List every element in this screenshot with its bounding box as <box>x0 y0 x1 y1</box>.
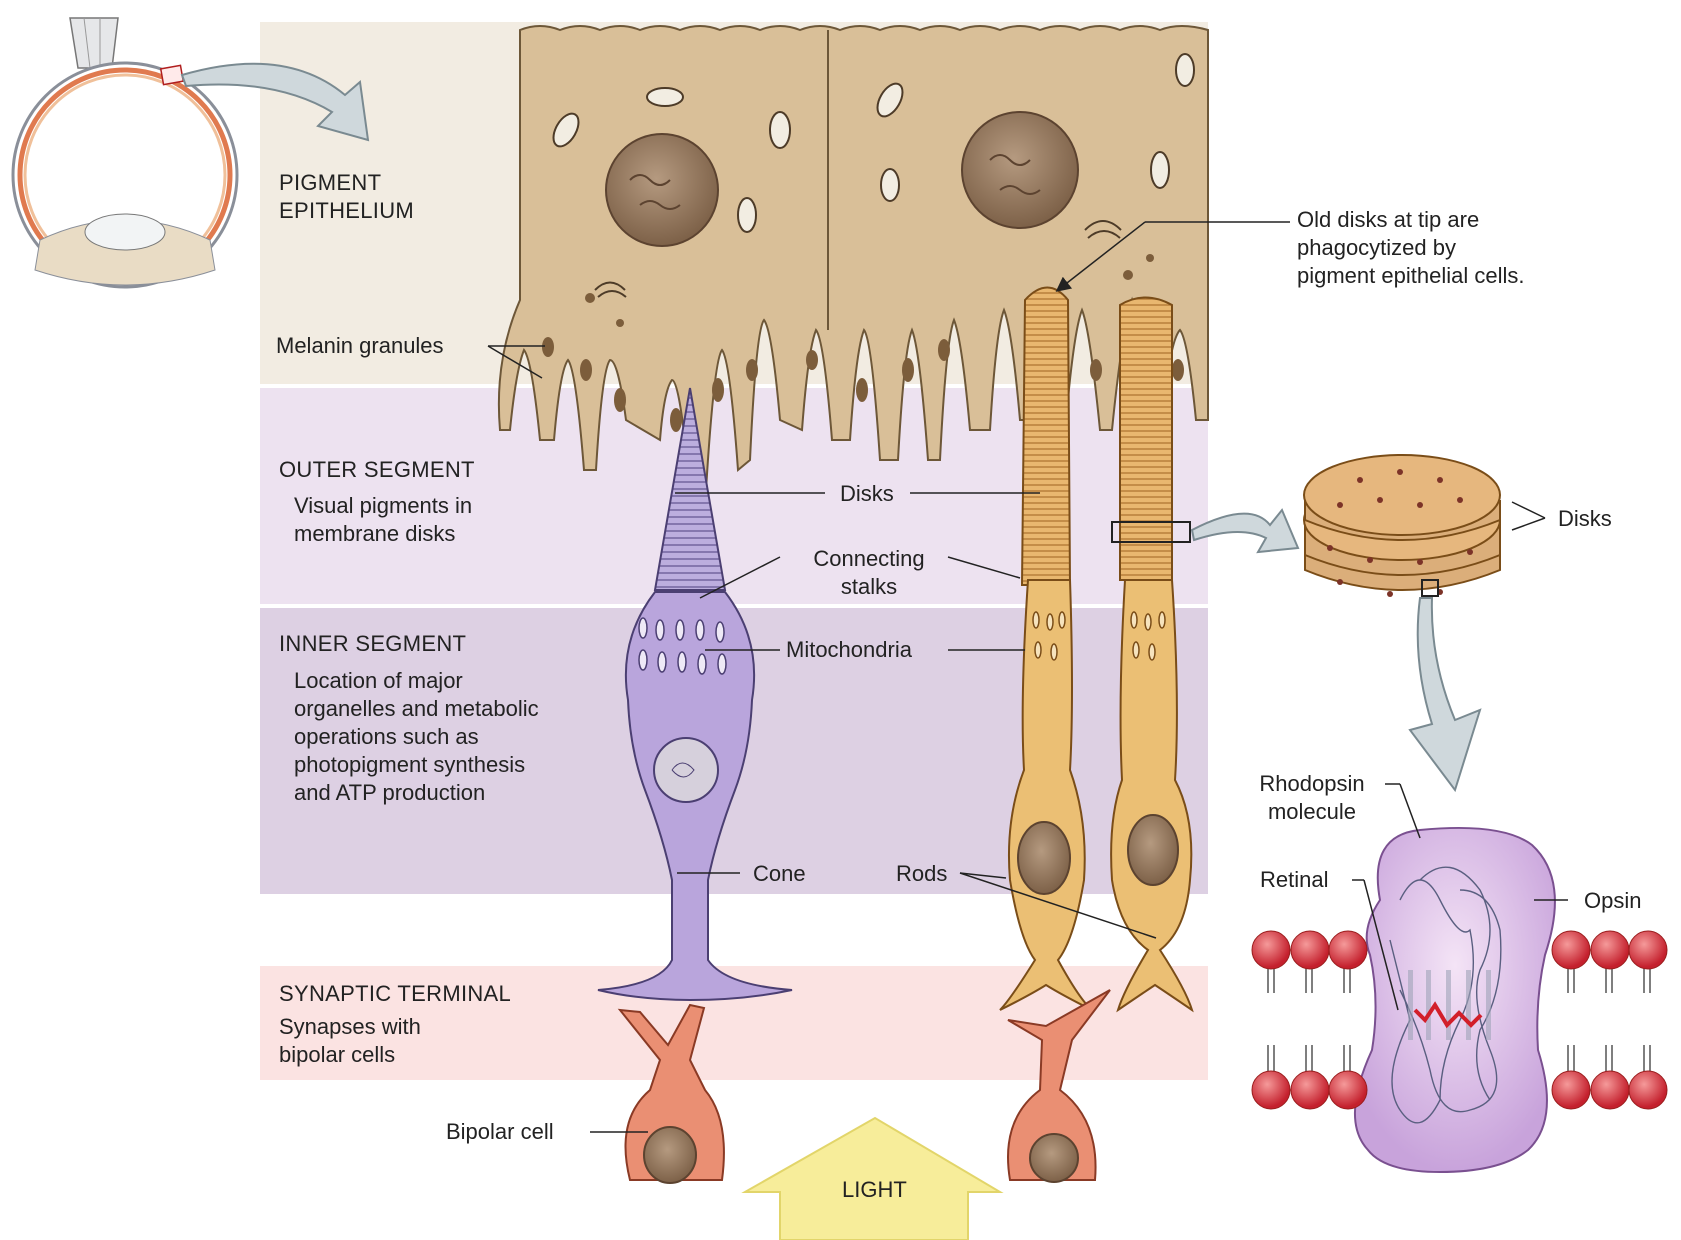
bipolar-cell-label: Bipolar cell <box>446 1118 554 1146</box>
melanin-granules-label: Melanin granules <box>276 332 444 360</box>
retinal-label: Retinal <box>1260 866 1328 894</box>
disks-right-label: Disks <box>1558 505 1612 533</box>
pigment-epithelium-label: PIGMENT EPITHELIUM <box>279 169 414 225</box>
rods-label: Rods <box>896 860 947 888</box>
eye-cross-section-inset <box>13 18 237 287</box>
cone-label: Cone <box>753 860 806 888</box>
synaptic-terminal-description: Synapses with bipolar cells <box>279 1013 421 1069</box>
disks-label: Disks <box>840 480 894 508</box>
disk-stack <box>1304 455 1500 597</box>
opsin-label: Opsin <box>1584 887 1641 915</box>
rhodopsin-molecule-label: Rhodopsin molecule <box>1242 770 1382 826</box>
old-disks-label: Old disks at tip are phagocytized by pig… <box>1297 206 1524 290</box>
connecting-stalks-label: Connecting stalks <box>800 545 938 601</box>
disk-zoom-arrow <box>1410 598 1480 790</box>
pigment-epithelial-cells <box>499 26 1208 490</box>
inner-segment-description: Location of major organelles and metabol… <box>294 667 539 807</box>
mitochondria-label: Mitochondria <box>786 636 912 664</box>
outer-segment-description: Visual pigments in membrane disks <box>294 492 472 548</box>
cone-cell <box>598 388 792 1000</box>
light-label: LIGHT <box>842 1176 907 1204</box>
outer-segment-label: OUTER SEGMENT <box>279 456 475 484</box>
synaptic-terminal-label: SYNAPTIC TERMINAL <box>279 980 511 1008</box>
inner-segment-label: INNER SEGMENT <box>279 630 466 658</box>
rod-zoom-arrow <box>1192 510 1298 552</box>
